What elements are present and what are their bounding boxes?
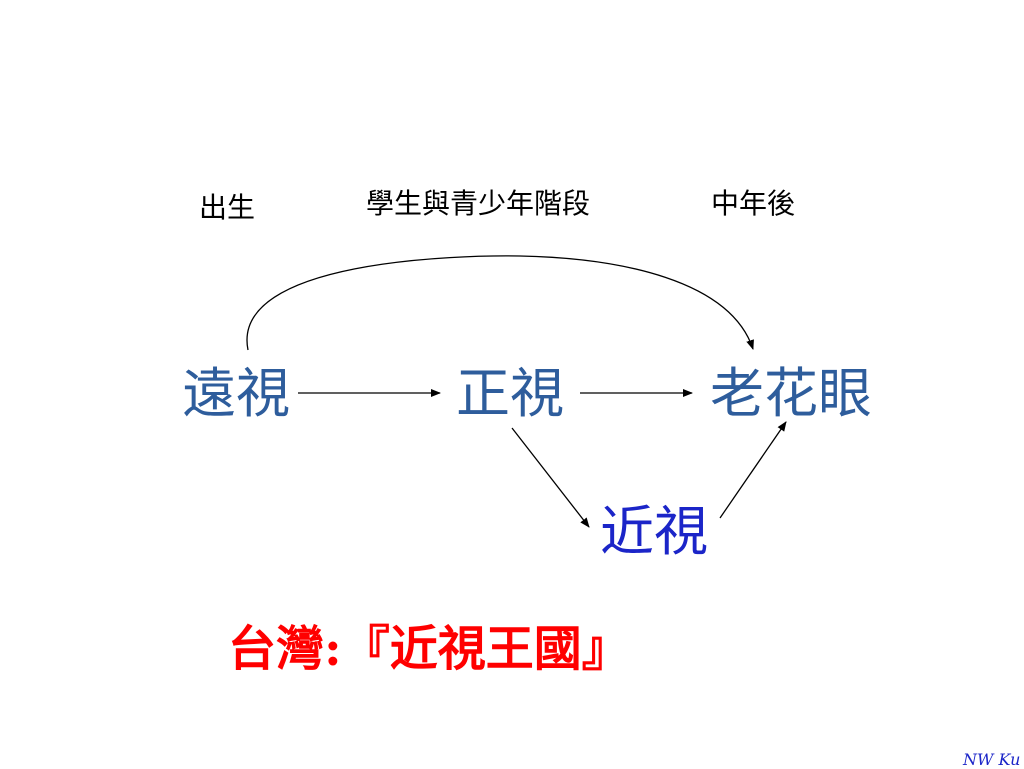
arrow-hyperopia-to-presbyopia-curve (246, 255, 754, 351)
arrow-emmetropia-to-myopia (511, 427, 590, 528)
footer-author-mark: NW Ku (963, 750, 1021, 769)
stage-label-midlife: 中年後 (711, 187, 796, 220)
node-emmetropia: 正視 (456, 362, 564, 425)
stage-label-youth: 學生與青少年階段 (366, 187, 591, 220)
stage-label-birth: 出生 (199, 191, 256, 224)
arrow-myopia-to-presbyopia (719, 421, 787, 519)
node-hyperopia: 遠視 (182, 362, 290, 425)
headline-myopia-kingdom: 台灣:『近視王國』 (228, 621, 630, 677)
node-presbyopia: 老花眼 (710, 362, 872, 425)
node-myopia: 近視 (600, 500, 708, 563)
